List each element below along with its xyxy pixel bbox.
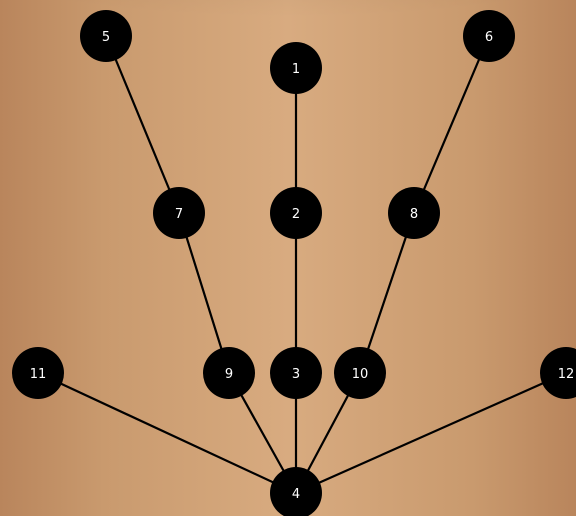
node-11: 11 bbox=[12, 347, 64, 399]
node-3: 3 bbox=[270, 347, 322, 399]
node-label: 8 bbox=[410, 207, 418, 222]
node-7: 7 bbox=[153, 187, 205, 239]
node-label: 6 bbox=[485, 30, 493, 45]
node-10: 10 bbox=[334, 347, 386, 399]
node-label: 11 bbox=[30, 367, 47, 382]
node-label: 12 bbox=[558, 367, 575, 382]
node-1: 1 bbox=[270, 42, 322, 94]
node-label: 2 bbox=[292, 207, 300, 222]
node-6: 6 bbox=[463, 10, 515, 62]
node-label: 5 bbox=[102, 30, 110, 45]
node-label: 7 bbox=[175, 207, 183, 222]
node-5: 5 bbox=[80, 10, 132, 62]
node-label: 1 bbox=[292, 62, 300, 77]
node-label: 9 bbox=[225, 367, 233, 382]
node-label: 3 bbox=[292, 367, 300, 382]
node-label: 10 bbox=[352, 367, 369, 382]
node-label: 4 bbox=[292, 487, 300, 502]
node-9: 9 bbox=[203, 347, 255, 399]
node-2: 2 bbox=[270, 187, 322, 239]
node-8: 8 bbox=[388, 187, 440, 239]
